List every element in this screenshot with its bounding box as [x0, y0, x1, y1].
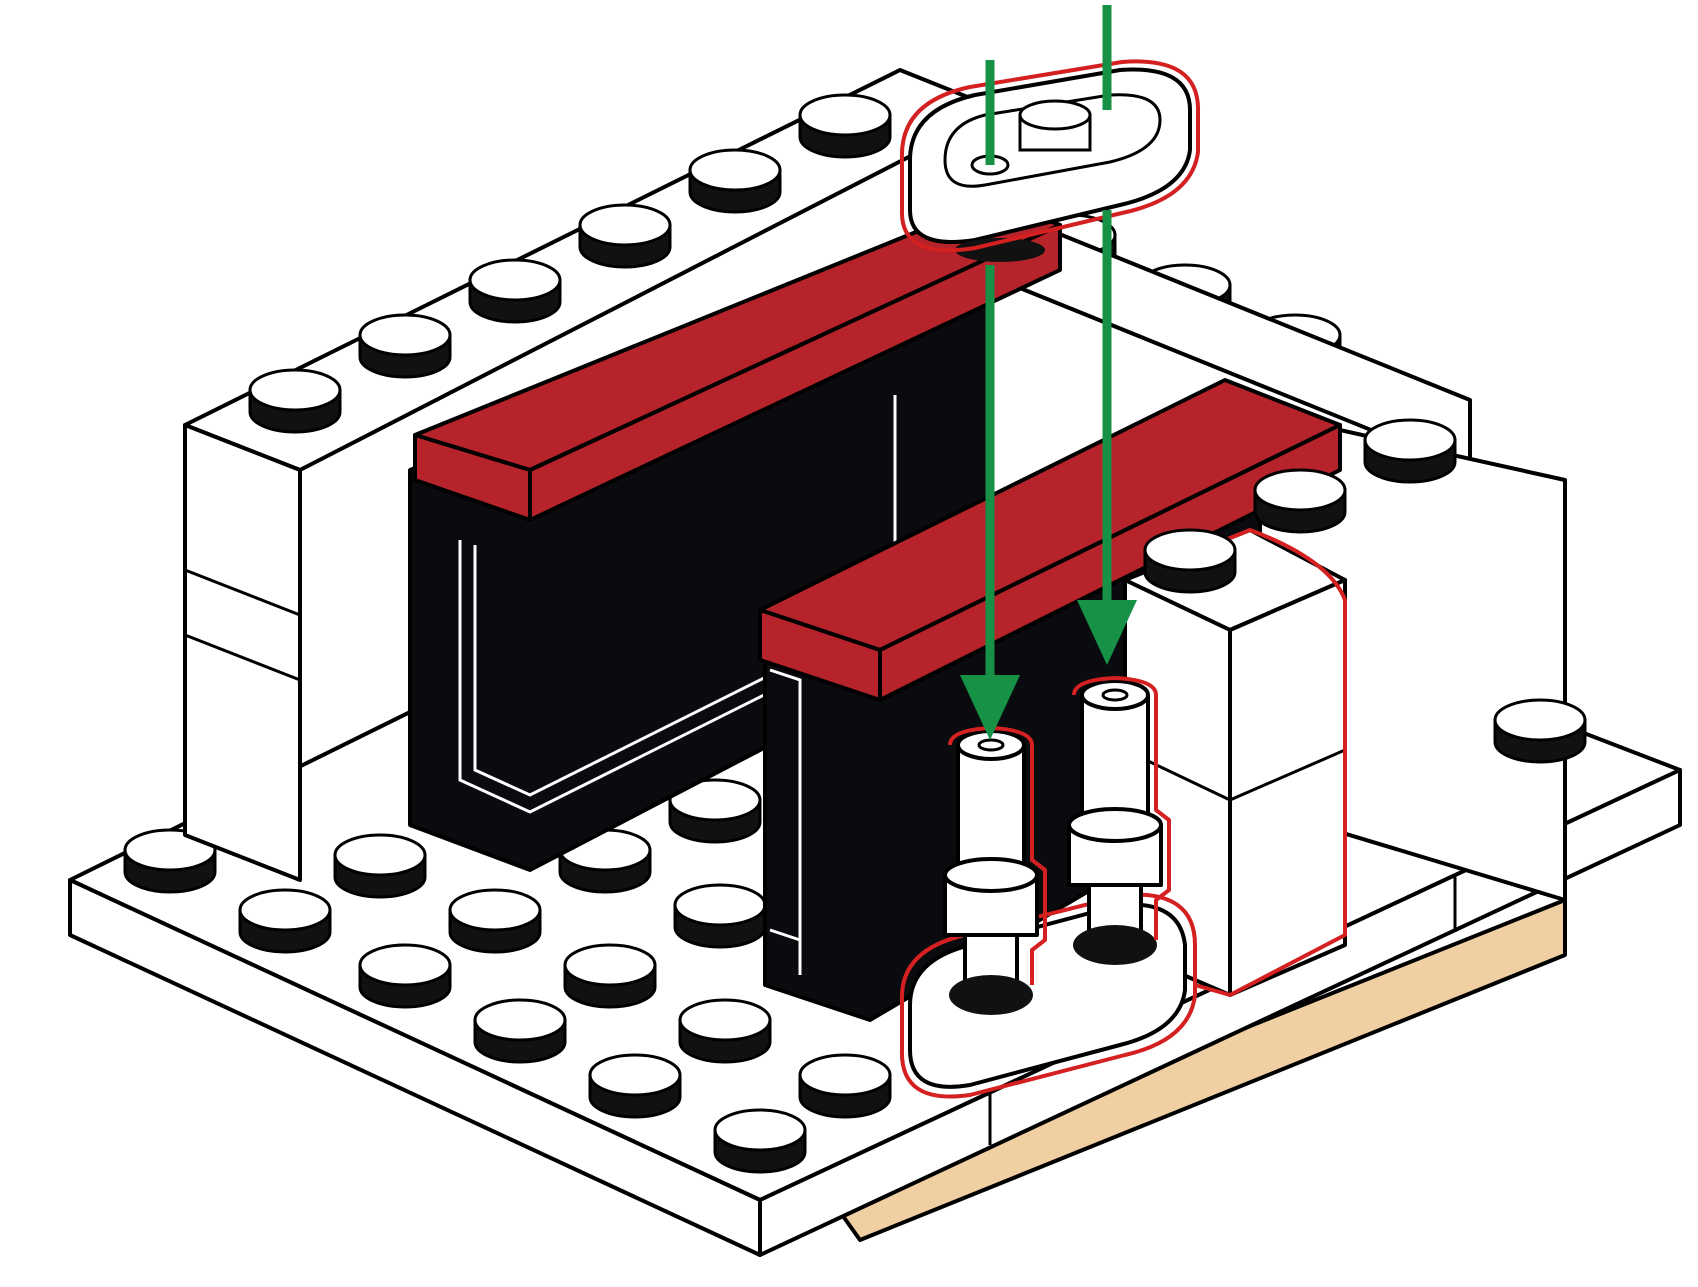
- stud: [475, 1000, 565, 1062]
- stud: [715, 1110, 805, 1172]
- stud: [680, 1000, 770, 1062]
- stud: [450, 890, 540, 952]
- stud: [360, 315, 450, 377]
- stud: [800, 1055, 890, 1117]
- stud: [250, 370, 340, 432]
- stud: [1255, 470, 1345, 532]
- stud: [675, 885, 765, 947]
- stud: [1495, 700, 1585, 762]
- stud: [240, 890, 330, 952]
- stud: [590, 1055, 680, 1117]
- stud: [1145, 530, 1235, 592]
- stud: [470, 260, 560, 322]
- stud: [800, 95, 890, 157]
- stud: [360, 945, 450, 1007]
- stud: [690, 150, 780, 212]
- stud: [565, 945, 655, 1007]
- stud: [335, 835, 425, 897]
- stud: [1365, 420, 1455, 482]
- stud: [580, 205, 670, 267]
